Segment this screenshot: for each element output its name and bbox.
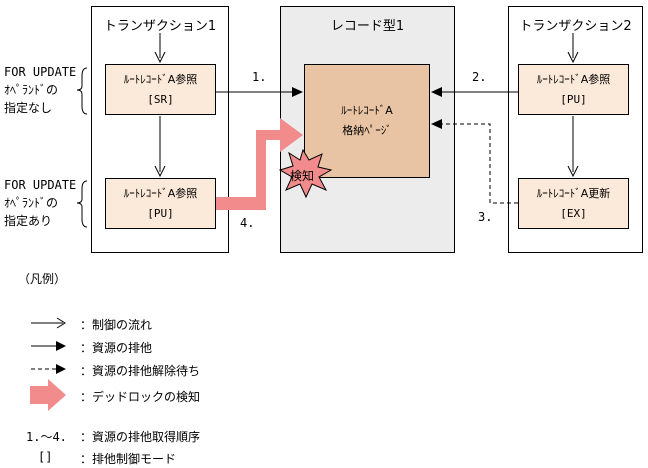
tx2-read-pu-label: ﾙｰﾄﾚｺｰﾄﾞA参照 — [536, 72, 611, 86]
detect-label: 検知 — [290, 169, 315, 183]
root-record-page-line2: 格納ﾍﾟｰｼﾞ — [342, 124, 392, 137]
transaction1-title: トランザクション1 — [103, 19, 217, 34]
tx1-entry-flow-head — [154, 51, 166, 64]
legend-control-flow-text: ：制御の流れ — [80, 318, 153, 332]
legend-title: （凡例） — [18, 272, 67, 286]
legend-deadlock-text: ：デッドロックの検知 — [80, 390, 201, 404]
legend-exclusive-head — [56, 341, 66, 351]
tx1-read-pu-box: ﾙｰﾄﾚｺｰﾄﾞA参照 [PU] — [105, 178, 216, 229]
tx1-read-pu-mode: [PU] — [147, 206, 174, 220]
side-label-top-line3: 指定なし — [4, 101, 53, 115]
tx1-mid-flow-head — [154, 165, 166, 178]
tx1-read-sr-box: ﾙｰﾄﾚｺｰﾄﾞA参照 [SR] — [105, 64, 216, 115]
tx2-read-pu-mode: [PU] — [560, 92, 587, 106]
legend-order-text: ：資源の排他取得順序 — [80, 430, 201, 444]
step4-deadlock-arrow — [216, 118, 303, 210]
brace-bottom — [76, 180, 88, 228]
tx2-update-ex-mode: [EX] — [560, 206, 587, 220]
tx2-update-ex-label: ﾙｰﾄﾚｺｰﾄﾞA更新 — [536, 186, 611, 200]
legend-control-flow-head — [56, 317, 66, 329]
legend-mode-text: ：排他制御モード — [80, 452, 177, 466]
side-label-bottom-line1: FOR UPDATE — [4, 178, 77, 192]
side-label-top-line1: FOR UPDATE — [4, 65, 77, 79]
legend-deadlock-arrow — [30, 379, 66, 411]
step3-wait-arrow — [442, 123, 518, 204]
step3-wait-arrow-head — [431, 119, 442, 129]
transaction2-title: トランザクション2 — [519, 19, 632, 34]
tx2-update-ex-box: ﾙｰﾄﾚｺｰﾄﾞA更新 [EX] — [518, 178, 629, 229]
tx1-read-pu-label: ﾙｰﾄﾚｺｰﾄﾞA参照 — [123, 186, 198, 200]
root-record-page-box: ﾙｰﾄﾚｺｰﾄﾞA 格納ﾍﾟｰｼﾞ — [304, 64, 430, 178]
step4-label: 4. — [240, 216, 255, 230]
detect-starburst — [278, 148, 333, 199]
legend-mode-key: [] — [38, 450, 53, 464]
side-label-top-line2: ｵﾍﾟﾗﾝﾄﾞの — [4, 83, 59, 97]
brace-top — [76, 67, 88, 115]
side-label-bottom-line3: 指定あり — [4, 214, 53, 228]
tx2-entry-flow-head — [567, 51, 579, 64]
side-label-bottom-line2: ｵﾍﾟﾗﾝﾄﾞの — [4, 196, 59, 210]
record-type-title: レコード型1 — [330, 19, 405, 34]
tx2-read-pu-box: ﾙｰﾄﾚｺｰﾄﾞA参照 [PU] — [518, 64, 629, 115]
step2-label: 2. — [472, 70, 487, 84]
side-label-top: FOR UPDATE ｵﾍﾟﾗﾝﾄﾞの 指定なし — [4, 63, 76, 117]
step1-exclusive-arrow-head — [292, 87, 303, 97]
root-record-page-line1: ﾙｰﾄﾚｺｰﾄﾞA — [341, 104, 393, 117]
step3-label: 3. — [478, 210, 493, 224]
tx1-read-sr-label: ﾙｰﾄﾚｺｰﾄﾞA参照 — [123, 72, 198, 86]
tx1-read-sr-mode: [SR] — [147, 92, 174, 106]
step2-exclusive-arrow-head — [431, 87, 442, 97]
side-label-bottom: FOR UPDATE ｵﾍﾟﾗﾝﾄﾞの 指定あり — [4, 176, 76, 230]
legend-exclusive-text: ：資源の排他 — [80, 341, 153, 355]
legend-order-key: 1.～4. — [26, 430, 67, 444]
step1-label: 1. — [252, 70, 267, 84]
legend-wait-text: ：資源の排他解除待ち — [80, 364, 201, 378]
tx2-mid-flow-head — [567, 165, 579, 178]
legend-wait-head — [56, 364, 66, 374]
